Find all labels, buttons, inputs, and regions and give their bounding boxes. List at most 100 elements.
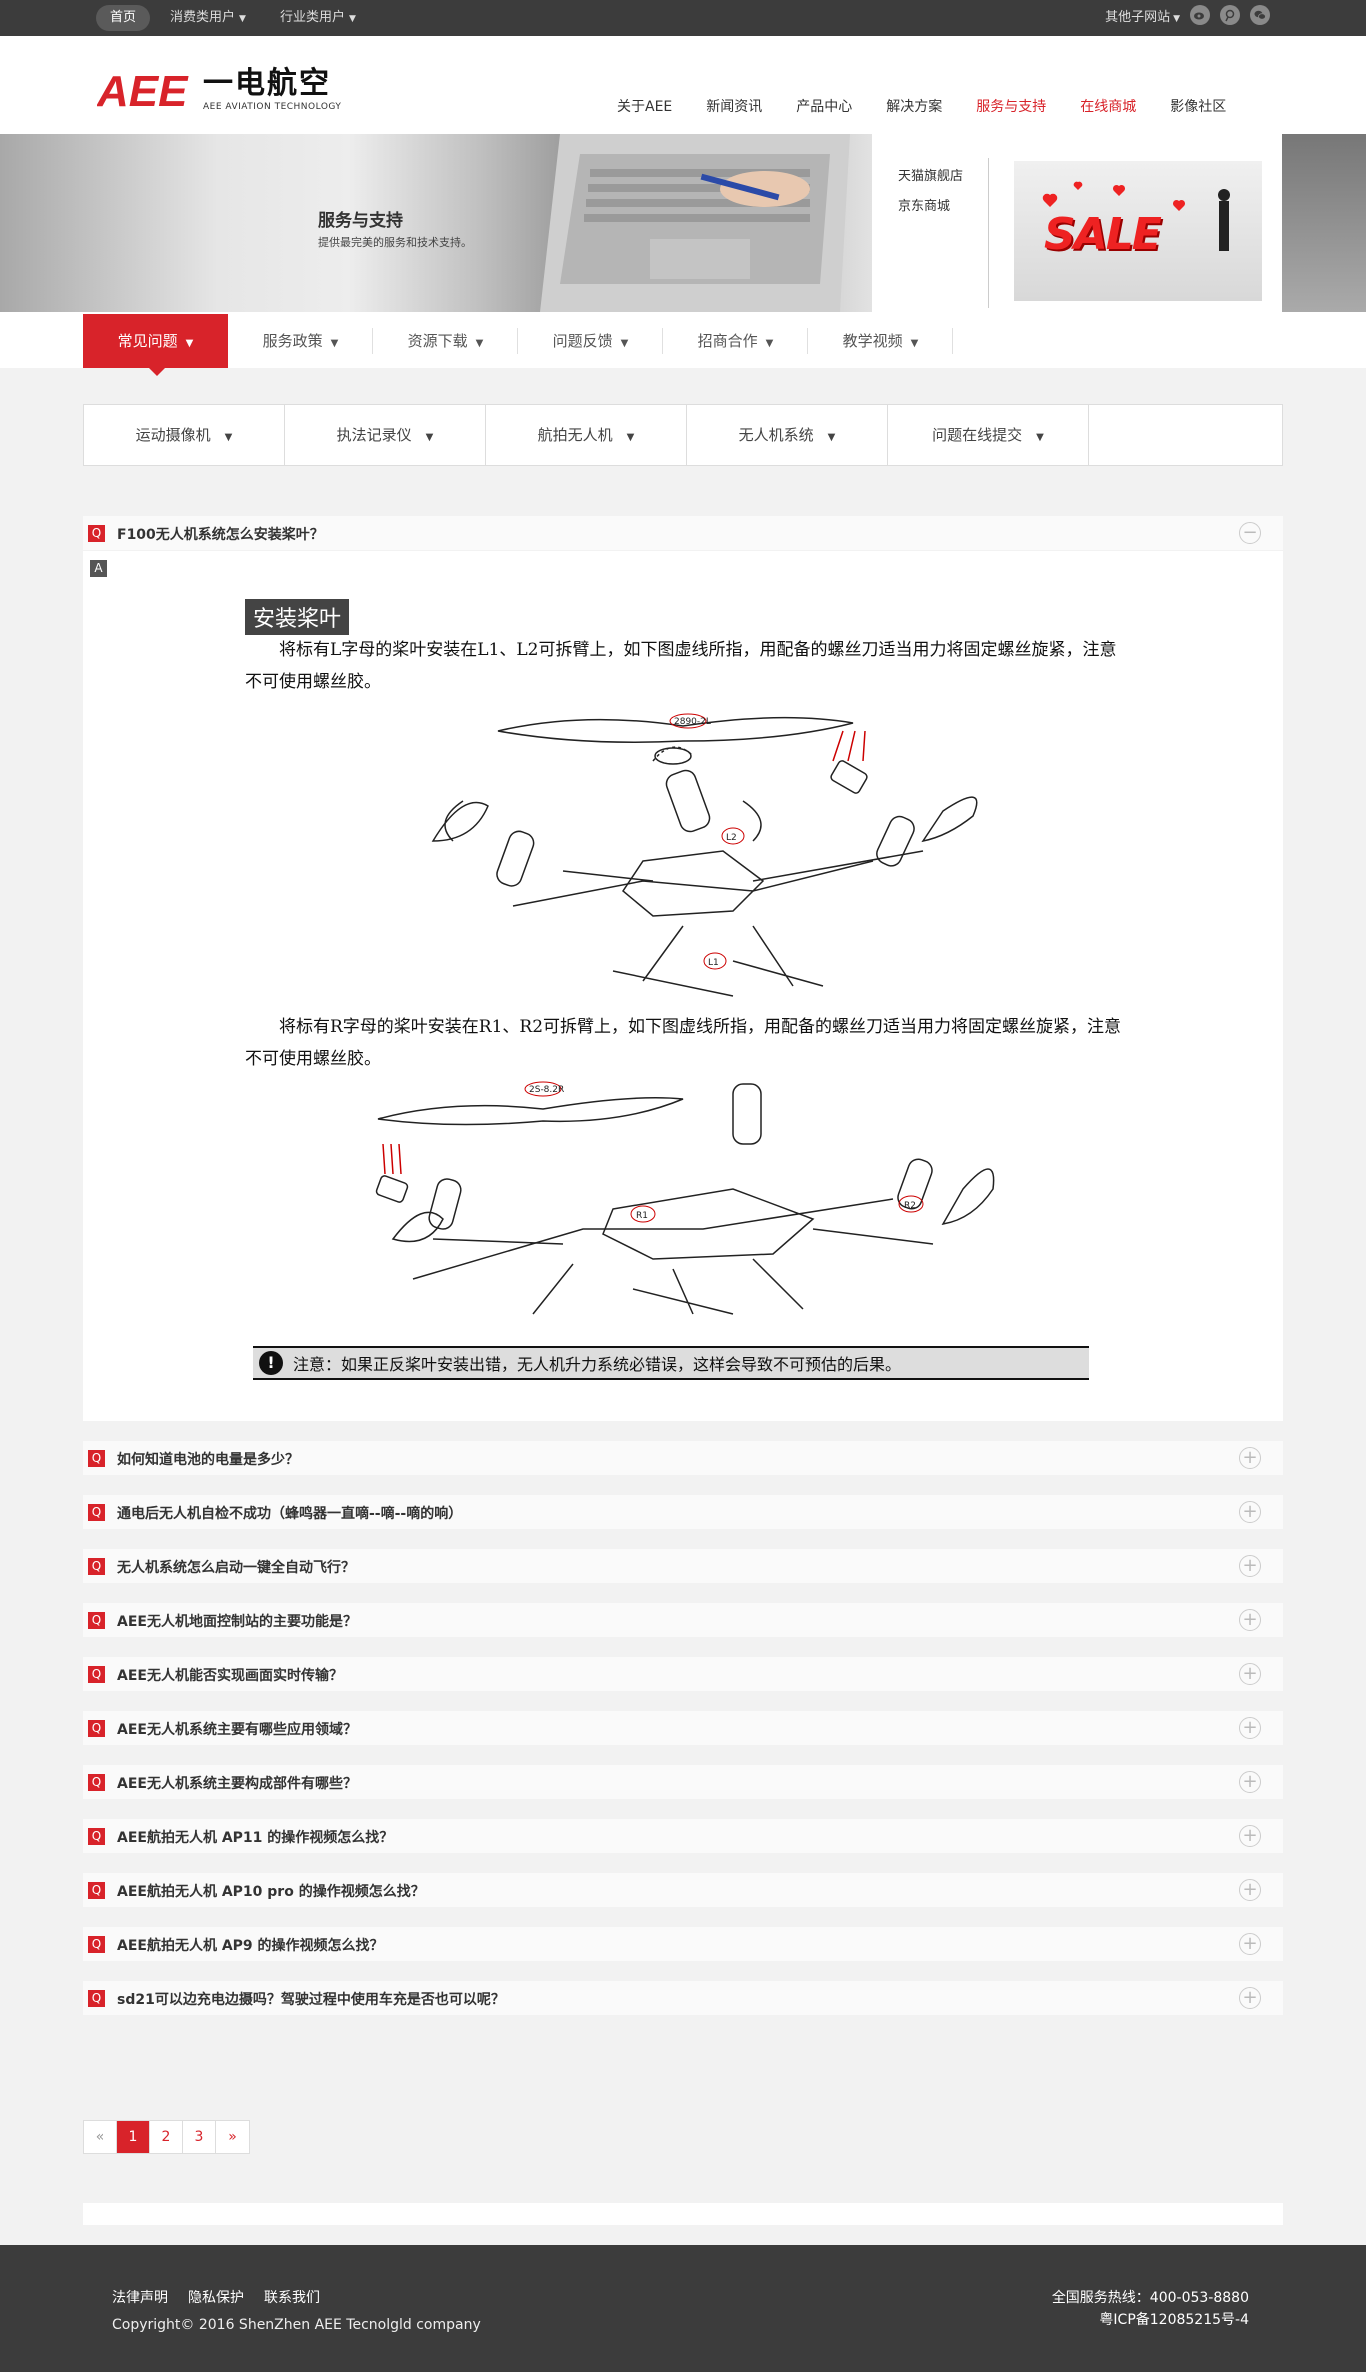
icp-number[interactable]: 粤ICP备12085215号-4 [1099, 2312, 1249, 2328]
site-footer: 法律声明 隐私保护 联系我们 Copyright© 2016 ShenZhen … [0, 2245, 1366, 2372]
answer-paragraph-1: 将标有L字母的桨叶安装在L1、L2可拆臂上，如下图虚线所指，用配备的螺丝刀适当用… [245, 640, 1117, 692]
tmall-store-link[interactable]: 天猫旗舰店 [898, 169, 964, 184]
nav-service-support[interactable]: 服务与支持 [976, 99, 1047, 115]
expand-icon[interactable]: + [1239, 1555, 1261, 1577]
expand-icon[interactable]: + [1239, 1717, 1261, 1739]
pagination-page-3[interactable]: 3 [183, 2121, 216, 2153]
nav-image-community[interactable]: 影像社区 [1170, 99, 1227, 115]
category-uav-system[interactable]: 无人机系统▼ [687, 405, 888, 465]
sale-promo-image[interactable]: SALE [1014, 161, 1262, 301]
warning-note: ! 注意：如果正反桨叶安装出错，无人机升力系统必错误，这样会导致不可预估的后果。 [253, 1346, 1089, 1380]
expand-icon[interactable]: + [1239, 1825, 1261, 1847]
question-badge: Q [88, 1990, 105, 2007]
expand-icon[interactable]: + [1239, 1879, 1261, 1901]
wechat-icon[interactable] [1250, 5, 1270, 25]
home-link[interactable]: 首页 [96, 5, 151, 31]
faq-item[interactable]: Q AEE航拍无人机 AP11 的操作视频怎么找？ + [83, 1819, 1283, 1853]
tab-partnership[interactable]: 招商合作▼ [663, 314, 808, 368]
tab-service-policy[interactable]: 服务政策▼ [228, 314, 373, 368]
nav-news[interactable]: 新闻资讯 [706, 99, 763, 115]
svg-text:2S-8.2R: 2S-8.2R [529, 1085, 564, 1095]
store-links: 天猫旗舰店 京东商城 [898, 162, 963, 222]
nav-products[interactable]: 产品中心 [796, 99, 853, 115]
faq-item-open[interactable]: Q F100无人机系统怎么安装桨叶？ − [83, 516, 1283, 550]
faq-item[interactable]: Q AEE航拍无人机 AP10 pro 的操作视频怎么找？ + [83, 1873, 1283, 1907]
top-bar: 首页 消费类用户▼ 行业类用户▼ 其他子网站▼ [0, 0, 1366, 36]
tab-tutorial-videos[interactable]: 教学视频▼ [808, 314, 953, 368]
content-bottom-strip [83, 2203, 1283, 2225]
jd-store-link[interactable]: 京东商城 [898, 199, 951, 214]
banner-edge [1282, 134, 1366, 312]
other-sites-menu[interactable]: 其他子网站▼ [1105, 9, 1180, 25]
chevron-down-icon: ▼ [224, 432, 233, 443]
banner-title: 服务与支持 [318, 211, 403, 231]
faq-item[interactable]: Q AEE无人机系统主要有哪些应用领域？ + [83, 1711, 1283, 1745]
consumer-users-menu[interactable]: 消费类用户▼ [170, 10, 246, 25]
expand-icon[interactable]: + [1239, 1609, 1261, 1631]
faq-item[interactable]: Q sd21可以边充电边摄吗？驾驶过程中使用车充是否也可以呢？ + [83, 1981, 1283, 2015]
footer-privacy-link[interactable]: 隐私保护 [188, 2290, 244, 2306]
expand-icon[interactable]: + [1239, 1447, 1261, 1469]
faq-item[interactable]: Q AEE无人机系统主要构成部件有哪些？ + [83, 1765, 1283, 1799]
pagination-next[interactable]: » [228, 2129, 237, 2145]
hearts-decoration [1042, 181, 1230, 251]
expand-icon[interactable]: + [1239, 1933, 1261, 1955]
svg-text:R2: R2 [904, 1201, 916, 1211]
drone-diagram-left-props: 2890-2L L2 L1 [431, 713, 978, 997]
question-badge: Q [88, 1612, 105, 1629]
pagination-page-1[interactable]: 1 [117, 2121, 150, 2153]
category-action-camera[interactable]: 运动摄像机▼ [84, 405, 285, 465]
footer-contact-link[interactable]: 联系我们 [264, 2290, 320, 2306]
faq-item[interactable]: Q 通电后无人机自检不成功（蜂鸣器一直嘀--嘀--嘀的响） + [83, 1495, 1283, 1529]
logo-en: AEE AVIATION TECHNOLOGY [203, 102, 342, 112]
caret-down-icon: ▼ [348, 14, 356, 24]
store-links-panel: 天猫旗舰店 京东商城 SALE [872, 134, 1282, 312]
question-badge: Q [88, 1666, 105, 1683]
faq-item[interactable]: Q AEE无人机地面控制站的主要功能是？ + [83, 1603, 1283, 1637]
nav-about[interactable]: 关于AEE [617, 99, 673, 115]
footer-legal-link[interactable]: 法律声明 [112, 2290, 168, 2306]
faq-question: F100无人机系统怎么安装桨叶？ [117, 527, 324, 543]
banner-subtitle: 提供最完美的服务和技术支持。 [318, 236, 472, 249]
laptop-image [540, 134, 850, 312]
nav-solutions[interactable]: 解决方案 [886, 99, 943, 115]
faq-question: AEE无人机能否实现画面实时传输？ [117, 1668, 343, 1684]
svg-text:L2: L2 [726, 833, 737, 843]
pagination-prev[interactable]: « [84, 2121, 117, 2153]
pagination-page-2[interactable]: 2 [150, 2121, 183, 2153]
category-submit-question[interactable]: 问题在线提交▼ [888, 405, 1089, 465]
expand-icon[interactable]: + [1239, 1501, 1261, 1523]
chevron-down-icon: ▼ [765, 338, 774, 349]
expand-icon[interactable]: + [1239, 1987, 1261, 2009]
category-aerial-drone[interactable]: 航拍无人机▼ [486, 405, 687, 465]
faq-question: 通电后无人机自检不成功（蜂鸣器一直嘀--嘀--嘀的响） [117, 1506, 463, 1522]
site-logo[interactable]: AEE 一电航空 AEE AVIATION TECHNOLOGY [97, 68, 342, 113]
question-badge: Q [88, 525, 105, 542]
top-bar-left: 首页 消费类用户▼ 行业类用户▼ [96, 5, 370, 31]
faq-question: 无人机系统怎么启动一键全自动飞行？ [117, 1560, 355, 1576]
question-badge: Q [88, 1504, 105, 1521]
industry-users-menu[interactable]: 行业类用户▼ [279, 10, 356, 25]
footer-contact-info: 全国服务热线：400-053-8880 粤ICP备12085215号-4 [1052, 2287, 1249, 2331]
collapse-icon[interactable]: − [1239, 522, 1261, 544]
faq-question: AEE无人机系统主要构成部件有哪些？ [117, 1776, 357, 1792]
weibo-icon[interactable] [1190, 5, 1210, 25]
faq-item[interactable]: Q 无人机系统怎么启动一键全自动飞行？ + [83, 1549, 1283, 1583]
faq-item[interactable]: Q 如何知道电池的电量是多少？ + [83, 1441, 1283, 1475]
faq-item[interactable]: Q AEE航拍无人机 AP9 的操作视频怎么找？ + [83, 1927, 1283, 1961]
tab-faq[interactable]: 常见问题▼ [83, 314, 228, 376]
category-law-recorder[interactable]: 执法记录仪▼ [285, 405, 486, 465]
tencent-weibo-icon[interactable] [1220, 5, 1240, 25]
caret-down-icon: ▼ [239, 14, 246, 24]
chevron-down-icon: ▼ [626, 432, 635, 443]
question-badge: Q [88, 1936, 105, 1953]
question-badge: Q [88, 1828, 105, 1845]
tab-downloads[interactable]: 资源下载▼ [373, 314, 518, 368]
tab-feedback[interactable]: 问题反馈▼ [518, 314, 663, 368]
nav-online-store[interactable]: 在线商城 [1080, 99, 1137, 115]
expand-icon[interactable]: + [1239, 1663, 1261, 1685]
faq-question: AEE航拍无人机 AP10 pro 的操作视频怎么找？ [117, 1884, 425, 1900]
expand-icon[interactable]: + [1239, 1771, 1261, 1793]
faq-item[interactable]: Q AEE无人机能否实现画面实时传输？ + [83, 1657, 1283, 1691]
question-badge: Q [88, 1720, 105, 1737]
